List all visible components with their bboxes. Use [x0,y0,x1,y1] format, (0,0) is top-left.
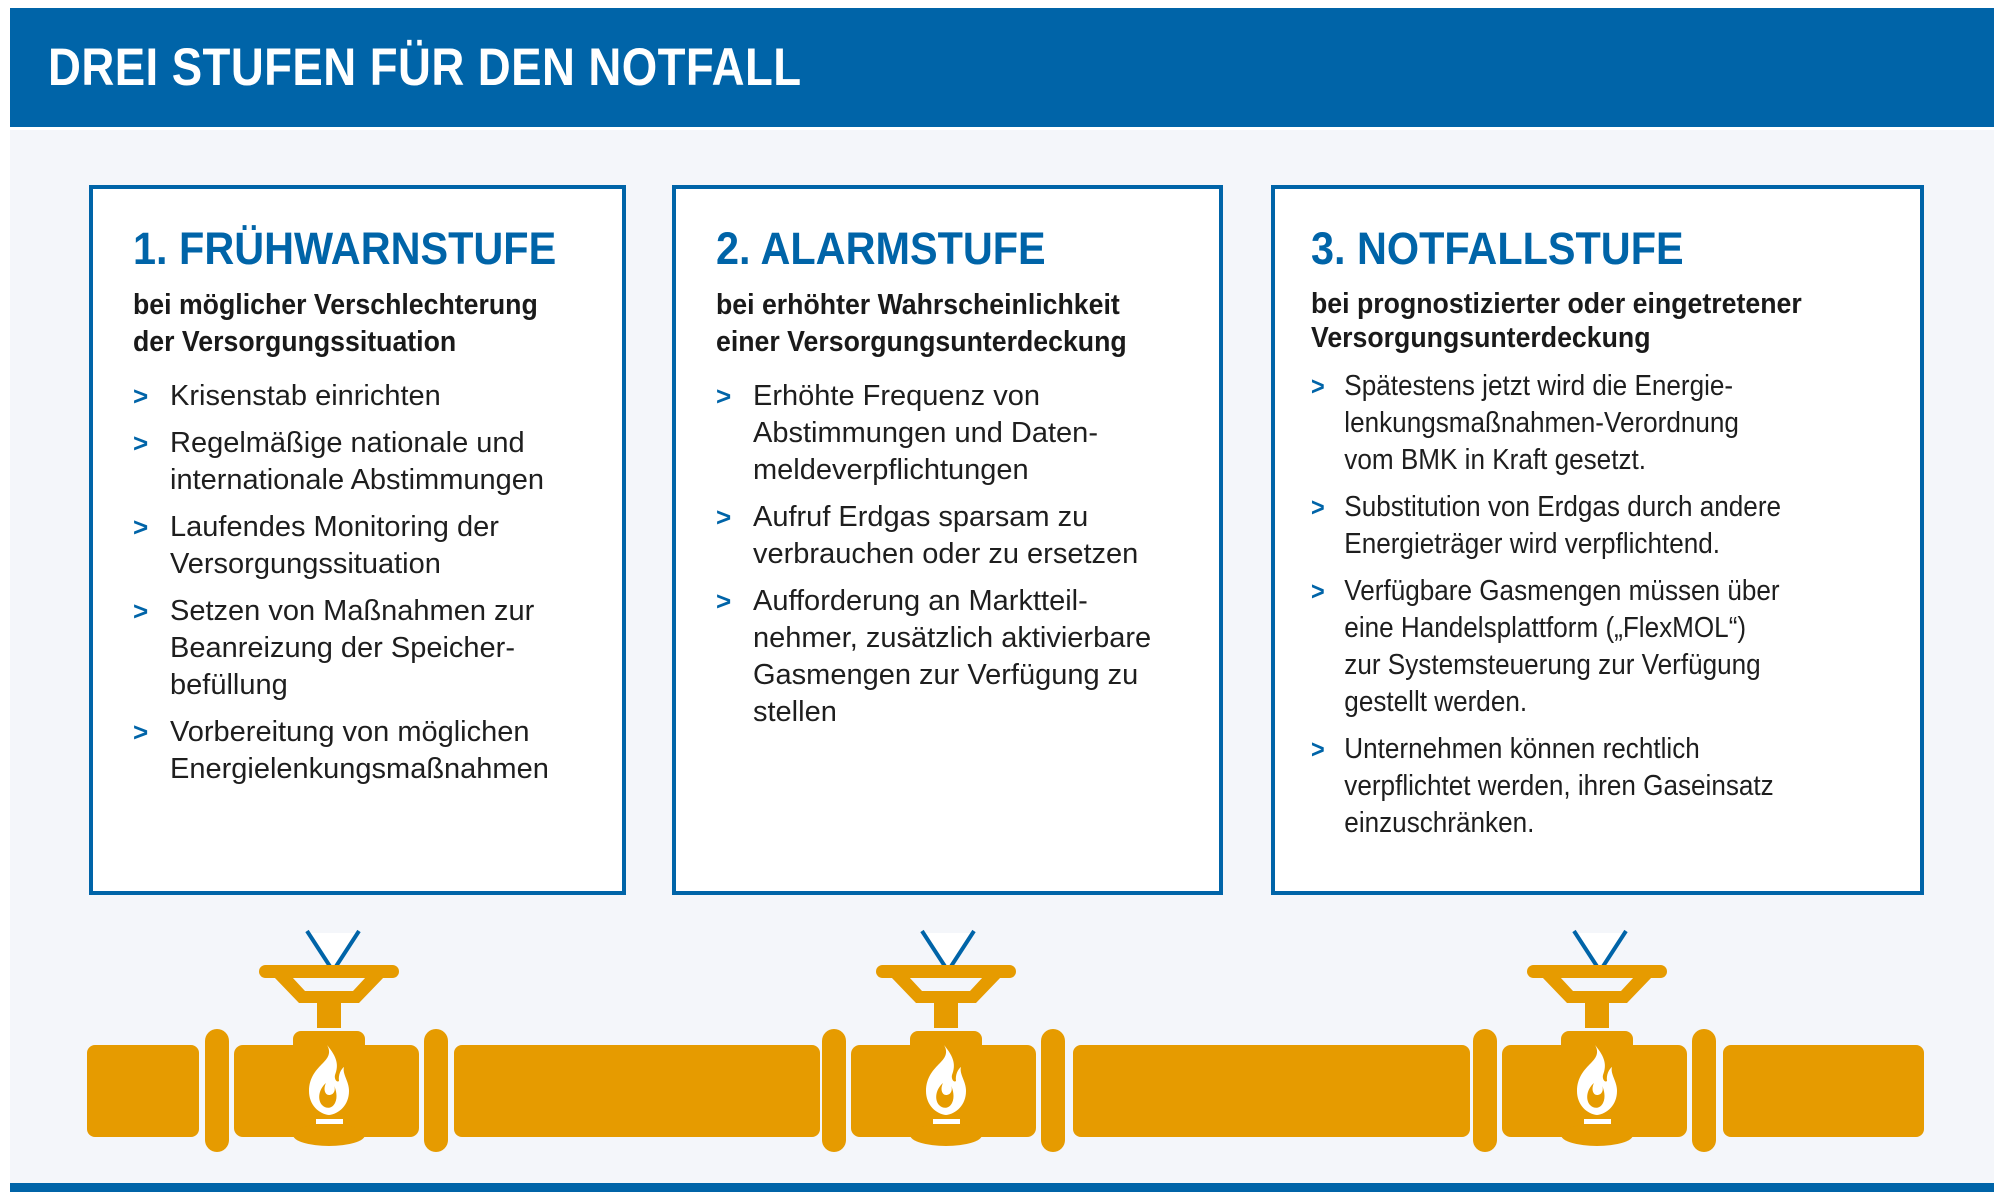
stage-subtitle-line: bei erhöhter Wahrscheinlichkeit [716,289,1120,321]
bullet-line: Beanreizung der Speicher- [170,632,515,664]
bullet-line: vom BMK in Kraft gesetzt. [1344,444,1647,476]
stage-heading: 3. NOTFALLSTUFE [1311,223,1684,274]
stage-bullet-list: > Spätestens jetzt wird die Energie-lenku… [1311,368,1781,852]
stage-heading: 2. ALARMSTUFE [716,223,1046,274]
bullet-line: internationale Abstimmungen [170,464,545,496]
bullet-line: eine Handelsplattform („FlexMOL“) [1344,612,1747,644]
list-item: > Unternehmen können rechtlich verpflichte… [1311,731,1781,842]
stage-subtitle: bei möglicher Verschlechterung der Verso… [133,287,611,361]
chevron-right-icon: > [133,512,149,542]
stage-subtitle-line: bei möglicher Verschlechterung [133,289,538,321]
bullet-line: Abstimmungen und Daten- [753,417,1098,449]
bullet-line: Energieträger wird verpflichtend. [1344,528,1721,560]
stage-subtitle-line: der Versorgungssituation [133,326,457,358]
bottom-rule [10,1183,1994,1192]
bullet-line: Unternehmen können rechtlich [1344,733,1700,765]
bullet-line: Vorbereitung von möglichen [170,716,530,748]
stage-heading: 1. FRÜHWARNSTUFE [133,223,557,274]
chevron-right-icon: > [1311,734,1325,764]
bullet-line: verbrauchen oder zu ersetzen [753,538,1139,570]
bullet-line: Regelmäßige nationale und [170,427,525,459]
bullet-line: einzuschränken. [1344,807,1535,839]
stage-subtitle-line: einer Versorgungsunterdeckung [716,326,1127,358]
bullet-line: Energielenkungsmaßnahmen [170,753,549,785]
bullet-line: Aufforderung an Marktteil- [753,585,1088,617]
stage-card-1-fruehwarnstufe: 1. FRÜHWARNSTUFE bei möglicher Verschlec… [89,185,626,975]
stage-subtitle: bei erhöhter Wahrscheinlichkeit einer Ve… [716,287,1194,361]
bullet-line: stellen [753,696,837,728]
pipe-segment [87,1045,199,1137]
bullet-line: nehmer, zusätzlich aktivierbare [753,622,1152,654]
bullet-line: Laufendes Monitoring der [170,511,499,543]
page-title: DREI STUFEN FÜR DEN NOTFALL [48,38,802,97]
list-item: > Verfügbare Gasmengen müssen über eine Ha… [1311,573,1781,721]
bullet-line: meldeverpflichtungen [753,454,1029,486]
bullet-line: Gasmengen zur Verfügung zu [753,659,1139,691]
bullet-line: Versorgungssituation [170,548,441,580]
list-item: > Spätestens jetzt wird die Energie-lenku… [1311,368,1781,479]
bullet-line: Erhöhte Frequenz von [753,380,1040,412]
pipe-segment [454,1045,820,1137]
chevron-right-icon: > [1311,492,1325,522]
chevron-right-icon: > [1311,371,1325,401]
bullet-line: zur Systemsteuerung zur Verfügung [1344,649,1761,681]
bullet-line: Aufruf Erdgas sparsam zu [753,501,1089,533]
bullet-line: Substitution von Erdgas durch andere [1344,491,1782,523]
pipe-segment [1073,1045,1470,1137]
stage-subtitle: bei prognostizierter oder eingetretener … [1311,287,1802,355]
chevron-right-icon: > [716,381,732,411]
bullet-line: verpflichtet werden, ihren Gaseinsatz [1344,770,1774,802]
chevron-right-icon: > [133,596,149,626]
chevron-right-icon: > [1311,576,1325,606]
chevron-right-icon: > [716,586,732,616]
title-banner: DREI STUFEN FÜR DEN NOTFALL [10,8,1994,127]
stage-subtitle-line: bei prognostizierter oder eingetretener [1311,288,1802,320]
stage-bullet-list: > Krisenstab einrichten > Regelmäßige nati… [133,378,549,798]
bullet-line: Spätestens jetzt wird die Energie- [1344,370,1734,402]
chevron-right-icon: > [133,717,149,747]
bullet-line: Verfügbare Gasmengen müssen über [1344,575,1780,607]
chevron-right-icon: > [133,428,149,458]
chevron-right-icon: > [716,502,732,532]
list-item: > Regelmäßige nationale und internationale… [133,425,549,499]
list-item: > Aufforderung an Marktteil-nehmer, zusät… [716,583,1151,731]
bullet-line: gestellt werden. [1344,686,1528,718]
list-item: > Krisenstab einrichten [133,378,549,415]
bullet-line: Krisenstab einrichten [170,380,441,412]
stage-subtitle-line: Versorgungsunterdeckung [1311,322,1651,354]
bullet-line: befüllung [170,669,288,701]
stage-card-3-notfallstufe: 3. NOTFALLSTUFE bei prognostizierter ode… [1271,185,1924,975]
stage-card-2-alarmstufe: 2. ALARMSTUFE bei erhöhter Wahrscheinlic… [672,185,1223,975]
list-item: > Aufruf Erdgas sparsam zu verbrauchen ode… [716,499,1151,573]
pipe-segment [1723,1045,1924,1137]
chevron-right-icon: > [133,381,149,411]
bullet-line: Setzen von Maßnahmen zur [170,595,535,627]
bullet-line: lenkungsmaßnahmen-Verordnung [1344,407,1739,439]
